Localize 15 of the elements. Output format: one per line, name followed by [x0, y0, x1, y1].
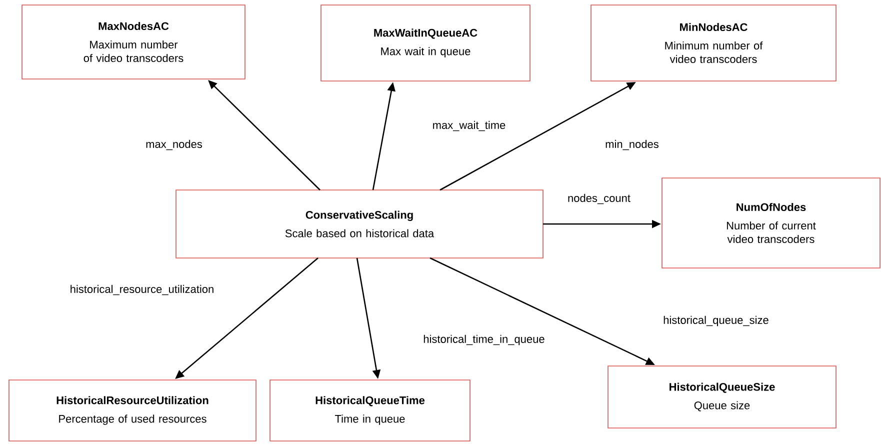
edge-label: historical_resource_utilization [68, 284, 216, 296]
edge-label: nodes_count [566, 192, 632, 206]
process-box: NumOfNodes Number of current video transcoders [662, 178, 880, 268]
edge-label: historical_time_in_queue [422, 334, 546, 346]
process-box: HistoricalQueueSize Queue size [608, 366, 836, 428]
process-box: ConservativeScaling Scale based on historical data [176, 190, 544, 258]
process-box: MinNodesAC Minimum number of video transcoders [590, 4, 836, 82]
edge-label: max_wait_time [431, 120, 507, 132]
edge-label: historical_queue_size [662, 314, 770, 328]
process-box: MaxWaitInQueueAC Max wait in queue [320, 4, 530, 82]
edge-label: min_nodes [604, 138, 660, 152]
process-box: HistoricalQueueTime Time in queue [270, 380, 470, 442]
edge-label: max_nodes [144, 138, 204, 152]
process-box: HistoricalResourceUtilization Percentage of used resources [8, 380, 256, 442]
process-box: MaxNodesAC Maximum number of video transcoders [22, 4, 246, 80]
